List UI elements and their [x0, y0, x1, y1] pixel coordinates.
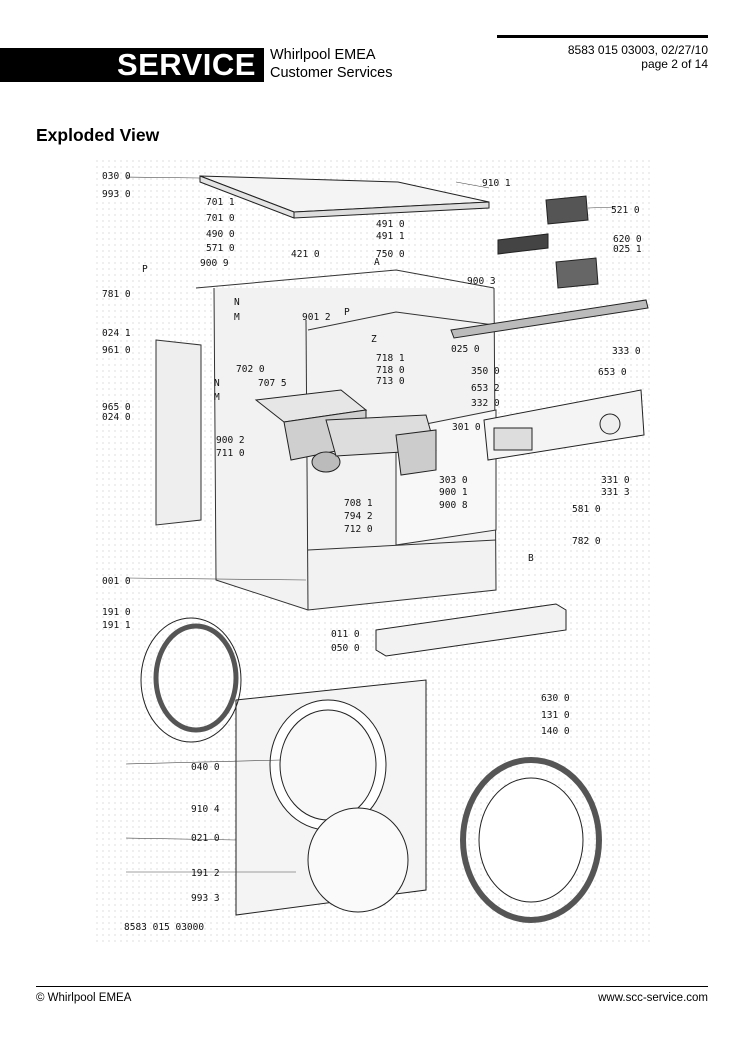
part-label: 490 0 — [206, 229, 235, 240]
part-label: 781 0 — [102, 289, 131, 300]
bottom-panel — [375, 603, 567, 657]
part-label: 701 0 — [206, 213, 235, 224]
section-title: Exploded View — [36, 125, 160, 145]
part-label: 024 0 — [102, 412, 131, 423]
exploded-view-diagram: 030 0 993 0 701 1 701 0 490 0 571 0 900 9 781 0… — [96, 160, 652, 945]
part-label: 024 1 — [102, 328, 131, 339]
part-label: 581 0 — [572, 504, 601, 515]
part-label: 961 0 — [102, 345, 131, 356]
footer-copyright: © Whirlpool EMEA — [36, 992, 132, 1004]
part-label: 910 1 — [482, 178, 511, 189]
part-label: 900 3 — [467, 276, 496, 287]
part-label: 900 9 — [200, 258, 229, 269]
part-label: 331 0 — [601, 475, 630, 486]
part-label: 025 1 — [613, 244, 642, 255]
part-label: 900 2 — [216, 435, 245, 446]
part-label: 333 0 — [612, 346, 641, 357]
letter-label: N — [214, 378, 220, 389]
part-label: 131 0 — [541, 710, 570, 721]
part-label: 620 0 — [613, 234, 642, 245]
detergent-drawer-assembly — [254, 389, 437, 476]
part-label: 901 2 — [302, 312, 331, 323]
letter-label: P — [142, 264, 148, 275]
part-label: 910 4 — [191, 804, 220, 815]
part-label: 491 0 — [376, 219, 405, 230]
letter-label: M — [214, 392, 220, 403]
letter-label: Z — [371, 334, 377, 345]
part-label: 191 0 — [102, 607, 131, 618]
document-reference: 8583 015 03003, 02/27/10 — [567, 43, 708, 57]
part-label: 191 2 — [191, 868, 220, 879]
leader-lines — [125, 176, 617, 873]
door-assembly — [460, 757, 602, 923]
part-label: 711 0 — [216, 448, 245, 459]
part-label: 571 0 — [206, 243, 235, 254]
part-label: 191 1 — [102, 620, 131, 631]
part-label: 421 0 — [291, 249, 320, 260]
company-name: Whirlpool EMEA Customer Services — [270, 46, 392, 82]
part-label: 718 1 — [376, 353, 405, 364]
part-label: 021 0 — [191, 833, 220, 844]
part-label: 332 0 — [471, 398, 500, 409]
cabinet-top-cover — [199, 175, 490, 219]
part-label: 993 3 — [191, 893, 220, 904]
part-label: 708 1 — [344, 498, 373, 509]
drawing-number: 8583 015 03000 — [124, 922, 204, 933]
part-label: 900 8 — [439, 500, 468, 511]
part-label: 653 2 — [471, 383, 500, 394]
part-label: 521 0 — [611, 205, 640, 216]
part-labels: 030 0 993 0 701 1 701 0 490 0 571 0 900 9 781 0… — [102, 171, 642, 904]
footer-rule — [36, 986, 708, 987]
part-label: 653 0 — [598, 367, 627, 378]
document-info: 8583 015 03003, 02/27/10 page 2 of 14 — [568, 43, 708, 71]
part-label: 965 0 — [102, 402, 131, 413]
part-label: 025 0 — [451, 344, 480, 355]
part-label: 491 1 — [376, 231, 405, 242]
part-label: 900 1 — [439, 487, 468, 498]
part-label: 050 0 — [331, 643, 360, 654]
part-label: 030 0 — [102, 171, 131, 182]
company-line-1: Whirlpool EMEA — [270, 47, 376, 63]
footer-website: www.scc-service.com — [598, 992, 708, 1004]
part-label: 303 0 — [439, 475, 468, 486]
part-label: 718 0 — [376, 365, 405, 376]
part-label: 702 0 — [236, 364, 265, 375]
part-label: 140 0 — [541, 726, 570, 737]
part-label: 782 0 — [572, 536, 601, 547]
part-label: 713 0 — [376, 376, 405, 387]
part-label: 331 3 — [601, 487, 630, 498]
part-label: 350 0 — [471, 366, 500, 377]
door-gasket — [140, 617, 242, 743]
part-label: 707 5 — [258, 378, 287, 389]
part-label: 701 1 — [206, 197, 235, 208]
part-label: 712 0 — [344, 524, 373, 535]
part-label: 993 0 — [102, 189, 131, 200]
service-band: SERVICE — [0, 48, 264, 82]
part-label: 630 0 — [541, 693, 570, 704]
letter-label: B — [528, 553, 534, 564]
letter-label: N — [234, 297, 240, 308]
letter-label: M — [234, 312, 240, 323]
part-label: 794 2 — [344, 511, 373, 522]
letter-label: P — [344, 307, 350, 318]
control-panel — [450, 195, 649, 461]
part-label: 001 0 — [102, 576, 131, 587]
letter-label: A — [374, 257, 380, 268]
part-label: 750 0 — [376, 249, 405, 260]
part-label: 301 0 — [452, 422, 481, 433]
front-panel — [235, 679, 427, 916]
part-label: 011 0 — [331, 629, 360, 640]
header-rule — [497, 35, 708, 38]
company-line-2: Customer Services — [270, 65, 393, 81]
part-label: 040 0 — [191, 762, 220, 773]
page-number: page 2 of 14 — [641, 57, 708, 71]
